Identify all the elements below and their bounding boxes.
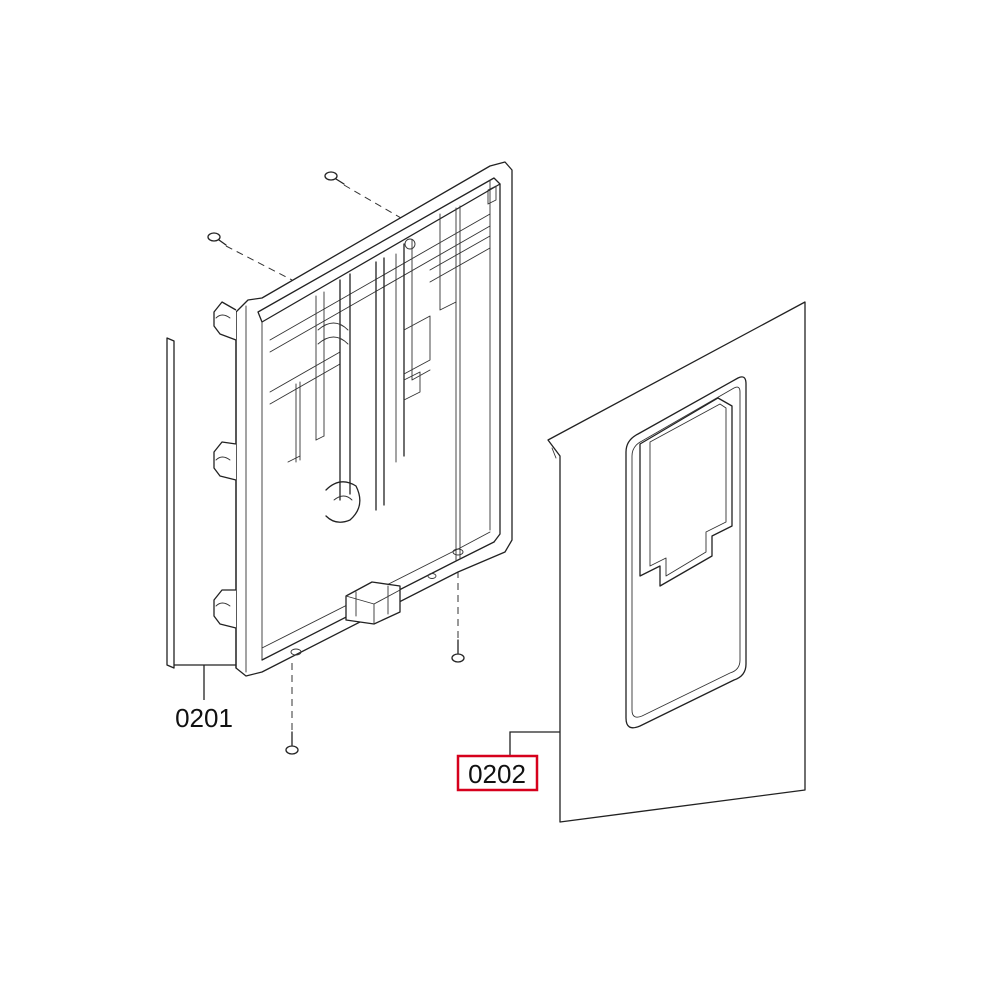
screw-top-right-icon	[324, 171, 345, 185]
front-panel-part-0202	[547, 301, 806, 823]
part-label-0202: 0202	[468, 759, 526, 789]
callout-0201: 0201	[174, 664, 236, 733]
part-label-0201: 0201	[175, 703, 233, 733]
hinge-hook-bottom-icon	[213, 589, 237, 629]
screw-bottom-right-icon	[451, 639, 465, 663]
screw-bottom-left-icon	[285, 731, 299, 755]
hinge-hook-top-icon	[213, 301, 237, 341]
rear-frame-part-0201	[213, 161, 513, 677]
guide-line-top-left	[225, 245, 293, 281]
callout-0202: 0202	[456, 731, 560, 792]
screw-top-left-icon	[207, 232, 227, 246]
seal-strip	[166, 337, 175, 669]
guide-line-top-right	[343, 184, 409, 223]
highlight-box	[456, 754, 539, 792]
screws	[207, 171, 465, 755]
hinge-hook-middle-icon	[213, 441, 237, 481]
